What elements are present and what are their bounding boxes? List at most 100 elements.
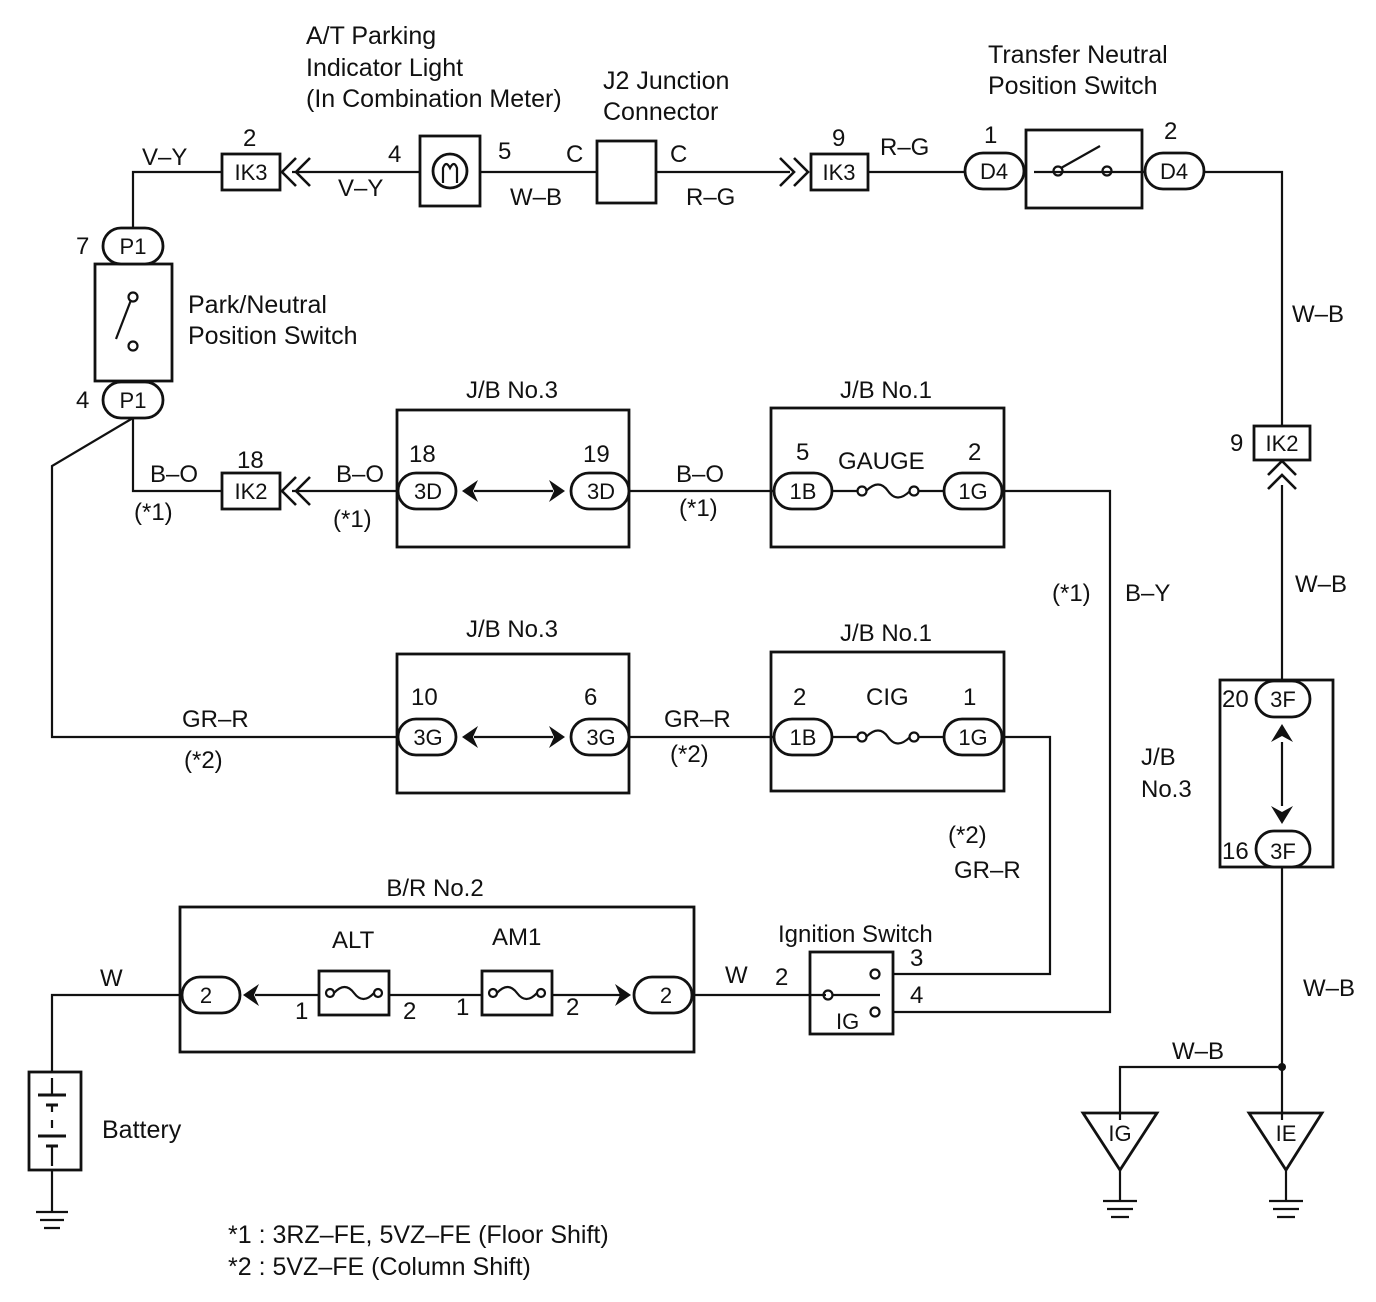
fuse-alt-label: ALT xyxy=(332,927,375,954)
wire-label-grr-2: GR–R xyxy=(664,706,731,733)
p1-bottom-label: P1 xyxy=(120,388,147,413)
switch-contact-icon xyxy=(869,1006,881,1018)
ground-ig-label: IG xyxy=(1108,1121,1131,1146)
ik3-right-box xyxy=(809,152,870,192)
ignition-switch-label: Ignition Switch xyxy=(778,921,933,948)
note-mark-1d: (*1) xyxy=(1052,580,1091,607)
d4-right-pin: 2 xyxy=(1164,118,1177,145)
pn-switch-box xyxy=(93,262,174,383)
wire-label-grr-1: GR–R xyxy=(182,706,249,733)
wire-grr-p1 xyxy=(50,417,398,739)
c3d-left-label: 3D xyxy=(414,479,442,504)
meter-label-2: Indicator Light xyxy=(306,54,463,82)
jb3-upper: J/B No.3 3D 18 3D 19 xyxy=(395,377,631,549)
ik2-right-label: IK2 xyxy=(1265,431,1298,456)
note-mark-1c: (*1) xyxy=(679,495,718,522)
c3f-top-pin: 20 xyxy=(1222,686,1249,713)
fuse-am1-pin-out: 2 xyxy=(566,994,579,1021)
wire-vy-left xyxy=(131,170,222,228)
c3g-left-label: 3G xyxy=(413,725,442,750)
ground-ie-label: IE xyxy=(1276,1121,1297,1146)
jb3-upper-label: J/B No.3 xyxy=(466,377,558,404)
arrow-down-icon xyxy=(1271,806,1293,824)
fuse-terminal xyxy=(908,731,920,743)
at-parking-indicator-light: A/T Parking Indicator Light (In Combinat… xyxy=(306,22,562,208)
fuse-am1-box xyxy=(480,969,554,1017)
battery-label: Battery xyxy=(102,1116,182,1144)
note-mark-2b: (*2) xyxy=(670,741,709,768)
wire-label-bo-2: B–O xyxy=(336,461,384,488)
j2-pin-right: C xyxy=(670,141,687,168)
ik2-left-pin: 18 xyxy=(237,447,264,474)
wire-label-bo-3: B–O xyxy=(676,461,724,488)
jb1-lower-box xyxy=(769,650,1006,793)
d4-left-pin: 1 xyxy=(984,122,997,149)
fuse-terminal xyxy=(535,987,547,999)
ik2-left-box xyxy=(220,471,282,511)
battery-box xyxy=(27,1070,83,1172)
pin-meter-in: 4 xyxy=(388,141,401,168)
ignition-switch-box xyxy=(808,950,895,1036)
transfer-label-1: Transfer Neutral xyxy=(988,41,1168,69)
lamp-icon xyxy=(431,152,469,190)
meter-box xyxy=(418,134,482,208)
switch-lever-icon xyxy=(1060,145,1101,169)
connector-ik3-left: IK3 2 xyxy=(220,125,311,192)
ik2-left-chevron-icon xyxy=(280,476,311,506)
ik2-right-chevron-icon xyxy=(1267,459,1297,490)
ik3-left-label: IK3 xyxy=(234,160,267,185)
c1b-lower-pin: 2 xyxy=(793,684,806,711)
c3f-top-label: 3F xyxy=(1270,687,1296,712)
fuse-terminal xyxy=(856,485,868,497)
fuse-cig-label: CIG xyxy=(866,684,909,711)
jb1-upper: J/B No.1 1B 5 1G 2 GAUGE xyxy=(769,377,1006,549)
wire-wb-3f-ground xyxy=(1118,867,1284,1120)
p1-top-pin: 7 xyxy=(76,233,89,260)
ign-pin-4: 4 xyxy=(910,982,923,1009)
c3f-bottom-pin: 16 xyxy=(1222,838,1249,865)
note-mark-2c: (*2) xyxy=(948,822,987,849)
fuse-terminal xyxy=(324,987,336,999)
ik3-left-box xyxy=(220,152,282,192)
wire-label-wb-top: W–B xyxy=(510,184,562,211)
jb1-upper-box xyxy=(769,406,1006,549)
c3g-right xyxy=(569,717,631,757)
pn-label-2: Position Switch xyxy=(188,322,358,350)
note-mark-2a: (*2) xyxy=(184,747,223,774)
ik3-right-chevron-icon xyxy=(779,157,810,187)
c3f-top xyxy=(1254,679,1312,719)
fuse-terminal xyxy=(908,485,920,497)
jb1-lower-label: J/B No.1 xyxy=(840,620,932,647)
jb3-right-label-2: No.3 xyxy=(1141,776,1192,803)
switch-contact-icon xyxy=(127,291,139,303)
footnote-2: *2 : 5VZ–FE (Column Shift) xyxy=(228,1253,531,1281)
br2-left-connector xyxy=(180,975,242,1015)
switch-contact-icon xyxy=(127,340,139,352)
wire-label-by: B–Y xyxy=(1125,580,1170,607)
fuse-am1-pin-in: 1 xyxy=(456,994,469,1021)
arrow-up-icon xyxy=(1271,724,1293,742)
jb3-lower: J/B No.3 3G 10 3G 6 xyxy=(395,616,631,795)
ik2-right-pin: 9 xyxy=(1230,430,1243,457)
switch-contact-icon xyxy=(869,968,881,980)
wires xyxy=(50,170,1284,1212)
fuse-terminal xyxy=(372,987,384,999)
wire-bo-p1-ik2 xyxy=(131,418,222,493)
ignition-ig-label: IG xyxy=(836,1009,859,1034)
c1g-lower-pin: 1 xyxy=(963,684,976,711)
c3f-bottom xyxy=(1254,829,1312,869)
ik3-right-label: IK3 xyxy=(822,160,855,185)
ground-ie: IE xyxy=(1246,1111,1325,1219)
fuse-alt-icon xyxy=(333,985,375,1001)
c3g-right-label: 3G xyxy=(586,725,615,750)
transfer-neutral-position-switch: Transfer Neutral Position Switch D4 1 D4… xyxy=(963,41,1206,210)
wire-label-rg-2: R–G xyxy=(880,134,929,161)
ground-ie-icon xyxy=(1269,1199,1303,1219)
c3g-left xyxy=(396,717,458,757)
c3g-left-pin: 10 xyxy=(411,684,438,711)
fuse-am1-label: AM1 xyxy=(492,924,541,951)
footnote-1: *1 : 3RZ–FE, 5VZ–FE (Floor Shift) xyxy=(228,1221,609,1249)
c1g-upper-pin: 2 xyxy=(968,439,981,466)
jb3-lower-label: J/B No.3 xyxy=(466,616,558,643)
